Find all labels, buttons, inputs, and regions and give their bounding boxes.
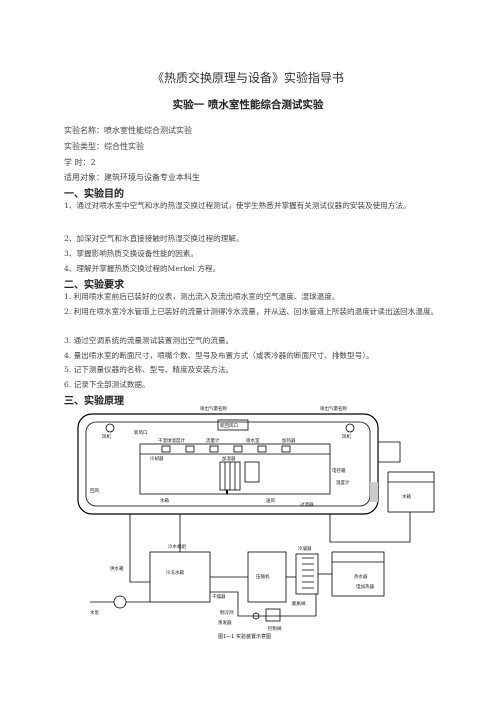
requirement-item-4: 4. 量出喷水室的断面尺寸，喷嘴个数、型号及布置方式（或表冷器的断面尺寸、排数型…	[64, 351, 374, 360]
doc-title: 《热质交换原理与设备》实验指导书	[151, 71, 344, 85]
diagram-caption: 图1—1 实验装置示意图	[218, 633, 271, 640]
cold-water-tank	[149, 551, 211, 603]
label-fan-right: 风机	[342, 433, 351, 440]
label-water-supply: 供水箱	[110, 565, 124, 572]
fresh-air-valve	[217, 419, 249, 431]
water-tank-right	[387, 471, 435, 513]
label-fan: 风机	[102, 433, 111, 440]
purpose-item-4: 4、理解并掌握热质交换过程的Merkel 方程。	[64, 264, 221, 273]
label-refrigerant: 制冷剂	[220, 609, 234, 616]
apparatus-diagram: 喷出气量名称 喷出气量名称 新回风口 新风口 风机 风机 干湿球温度计 流量计 …	[70, 402, 454, 662]
label-flow: 流量计	[206, 437, 220, 444]
requirement-item-6: 6. 记录下全部测试数据。	[64, 380, 150, 389]
purpose-item-1: 1、通过对喷水室中空气和水的热湿交换过程测试，使学生熟悉并掌握有关测试仪器的安装…	[64, 201, 411, 210]
label-return: 回风	[90, 488, 99, 494]
spray-chamber	[139, 443, 331, 495]
label-chiller: 冷冻水箱	[166, 569, 184, 576]
meta-name: 实验名称：喷水室性能综合测试实验	[64, 126, 192, 135]
experiment-title: 实验一 喷水室性能综合测试实验	[172, 99, 324, 111]
air-duct-loop	[77, 413, 379, 515]
label-water-tank: 水箱	[160, 497, 169, 504]
meta-target: 适用对象：建筑环境与设备专业本科生	[64, 173, 200, 182]
meta-type: 实验类型：综合性实验	[64, 142, 144, 151]
label-fresh-air: 新风口	[134, 429, 148, 436]
label-heater: 加热器	[282, 437, 296, 444]
label-condenser: 冷凝器	[298, 545, 312, 552]
label-pump: 水泵	[90, 609, 99, 616]
label-exhaust-left: 喷出气量名称	[200, 405, 227, 412]
label-sprayer: 喷水室	[246, 437, 260, 444]
label-dryer: 干燥器	[212, 593, 226, 600]
label-elec-box: 电控箱	[332, 467, 346, 474]
section-heading-requirements: 二、实验要求	[64, 280, 124, 291]
requirement-item-3: 3. 通过空调系统的流量测试装置测出空气的流量。	[64, 336, 234, 345]
label-heater-unit: 电加热器	[356, 583, 374, 590]
label-control: 控制阀	[268, 625, 282, 632]
requirement-item-1: 1. 利用喷水室前后已装好的仪表，测出流入及流出喷水室的空气温度、湿球温度。	[64, 292, 340, 301]
label-filter: 过滤器	[300, 501, 314, 508]
label-psychro: 干湿球温度计	[158, 437, 185, 444]
requirement-item-2: 2. 利用在喷水室冷水管道上已装好的流量计测得冷水流量，并从送、回水管道上所装的…	[64, 307, 439, 316]
meta-hours: 学 时：2	[64, 158, 96, 167]
label-hot-water: 热水器	[354, 573, 368, 580]
section-heading-purpose: 一、实验目的	[64, 189, 124, 200]
label-exhaust-right: 喷出气量名称	[320, 405, 347, 412]
label-valve: 新回风口	[220, 422, 238, 429]
pump-icon	[113, 595, 127, 609]
fan-left-icon	[105, 423, 115, 433]
label-cooler: 冷却器	[150, 455, 164, 462]
requirement-item-5: 5. 记下测量仪器的名称、型号、精度及安装方法。	[64, 365, 234, 374]
label-air-handler: 送风	[266, 497, 275, 504]
purpose-item-3: 3、掌握影响热质交换设备性能的因素。	[64, 249, 198, 258]
label-evaporator: 蒸发器	[218, 619, 232, 626]
purpose-item-2: 2、加深对空气和水直接接触时热湿交换过程的理解。	[64, 234, 244, 243]
section-heading-principle: 三、实验原理	[64, 396, 124, 407]
label-cold-box: 冷水机组	[168, 543, 186, 550]
label-water-tank-right: 水箱	[402, 493, 411, 500]
label-expansion: 膨胀阀	[292, 600, 306, 607]
fan-right-icon	[345, 423, 355, 433]
label-humidifier: 加湿器	[222, 455, 236, 462]
label-thermo: 温度计	[336, 479, 350, 486]
label-compressor: 压缩机	[256, 573, 270, 580]
